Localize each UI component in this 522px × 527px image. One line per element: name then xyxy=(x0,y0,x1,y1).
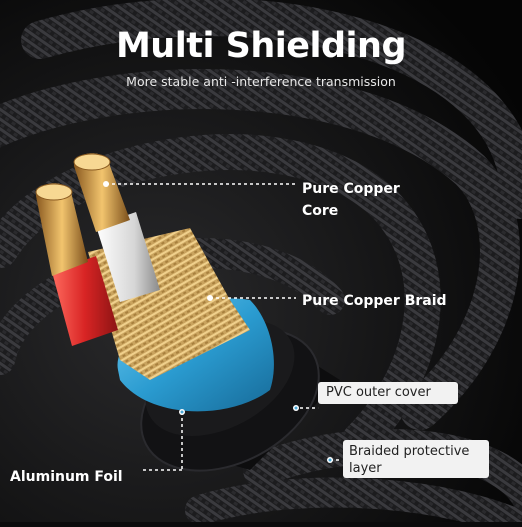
label-aluminum-foil: Aluminum Foil xyxy=(10,469,123,485)
label-pure-copper-braid: Pure Copper Braid xyxy=(302,293,447,309)
label-braided-line1: Braided protective xyxy=(349,444,470,459)
label-core-line2: Core xyxy=(302,203,339,219)
cable-end xyxy=(35,153,340,472)
label-core-line1: Pure Copper xyxy=(302,181,400,197)
label-pvc-outer-cover: PVC outer cover xyxy=(318,382,458,404)
label-pure-copper-core: Pure Copper Core xyxy=(302,178,400,222)
label-braided-protective-layer: Braided protective layer xyxy=(343,440,489,478)
page-title: Multi Shielding xyxy=(115,26,407,66)
label-braided-line2: layer xyxy=(349,461,382,476)
page-subtitle: More stable anti -interference transmiss… xyxy=(126,74,396,89)
